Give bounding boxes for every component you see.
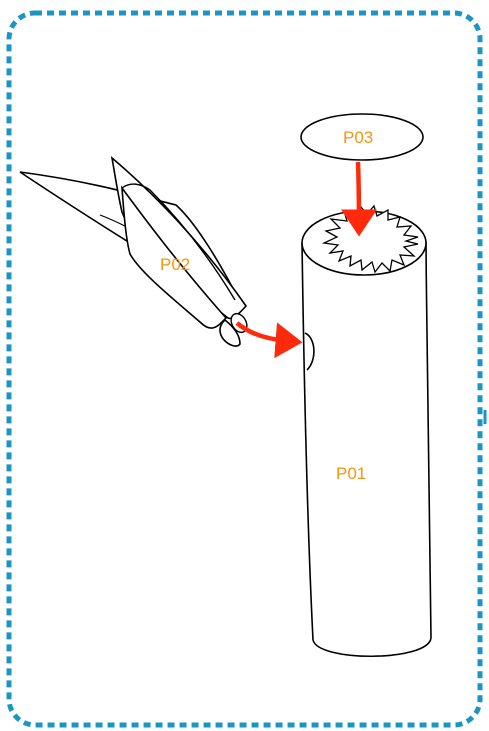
front-sheath <box>120 185 228 329</box>
p01-label: P01 <box>336 464 366 483</box>
front-leaf-curl <box>121 183 236 301</box>
part-p01-cylinder: P01 <box>301 204 432 658</box>
cylinder-side-socket <box>304 332 315 371</box>
cylinder-right-side <box>425 241 432 639</box>
arrow-p02-to-p01 <box>235 321 303 359</box>
p03-label: P03 <box>343 128 373 147</box>
part-p02-leaf-bundle: P02 <box>19 155 248 347</box>
part-p03-cap: P03 <box>300 113 424 161</box>
cylinder-left-side <box>301 242 314 641</box>
dashed-frame <box>6 10 483 728</box>
p03-ellipse <box>300 113 424 161</box>
cylinder-bottom-rim <box>312 637 432 658</box>
base-cuff <box>219 318 241 347</box>
p02-label: P02 <box>160 255 190 274</box>
arrow-p03-to-p01 <box>340 161 377 237</box>
